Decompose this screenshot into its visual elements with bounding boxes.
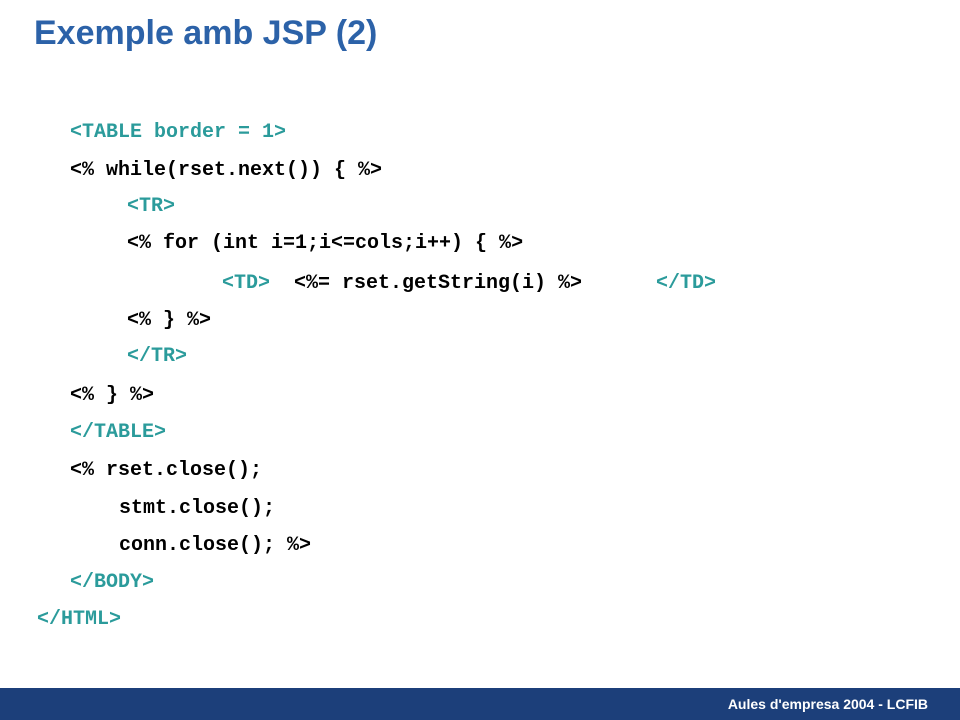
code-line-while-end: <% } %>: [70, 384, 155, 407]
slide-title: Exemple amb JSP (2): [34, 14, 378, 52]
code-line-td-close: </TD>: [656, 272, 717, 295]
code-line-body-close: </BODY>: [70, 571, 155, 594]
code-line-table-close: </TABLE>: [70, 421, 167, 444]
code-line-stmt-close: stmt.close();: [119, 497, 276, 520]
code-line-rset-close: <% rset.close();: [70, 459, 263, 482]
code-line-tr-open: <TR>: [127, 195, 176, 218]
code-line-conn-close: conn.close(); %>: [119, 534, 312, 557]
code-line-get-string: <%= rset.getString(i) %>: [294, 272, 583, 295]
code-line-td-open: <TD>: [222, 272, 271, 295]
code-block: <TABLE border = 1> <% while(rset.next())…: [37, 121, 717, 631]
code-line-for: <% for (int i=1;i<=cols;i++) { %>: [127, 232, 524, 255]
code-line-for-end: <% } %>: [127, 309, 212, 332]
footer-bar: Aules d'empresa 2004 - LCFIB: [0, 688, 960, 720]
footer-text: Aules d'empresa 2004 - LCFIB: [727, 696, 928, 712]
code-line-table-open: <TABLE border = 1>: [70, 121, 287, 144]
code-line-while: <% while(rset.next()) { %>: [70, 159, 383, 182]
code-line-tr-close: </TR>: [127, 345, 188, 368]
code-line-html-close: </HTML>: [37, 608, 122, 631]
